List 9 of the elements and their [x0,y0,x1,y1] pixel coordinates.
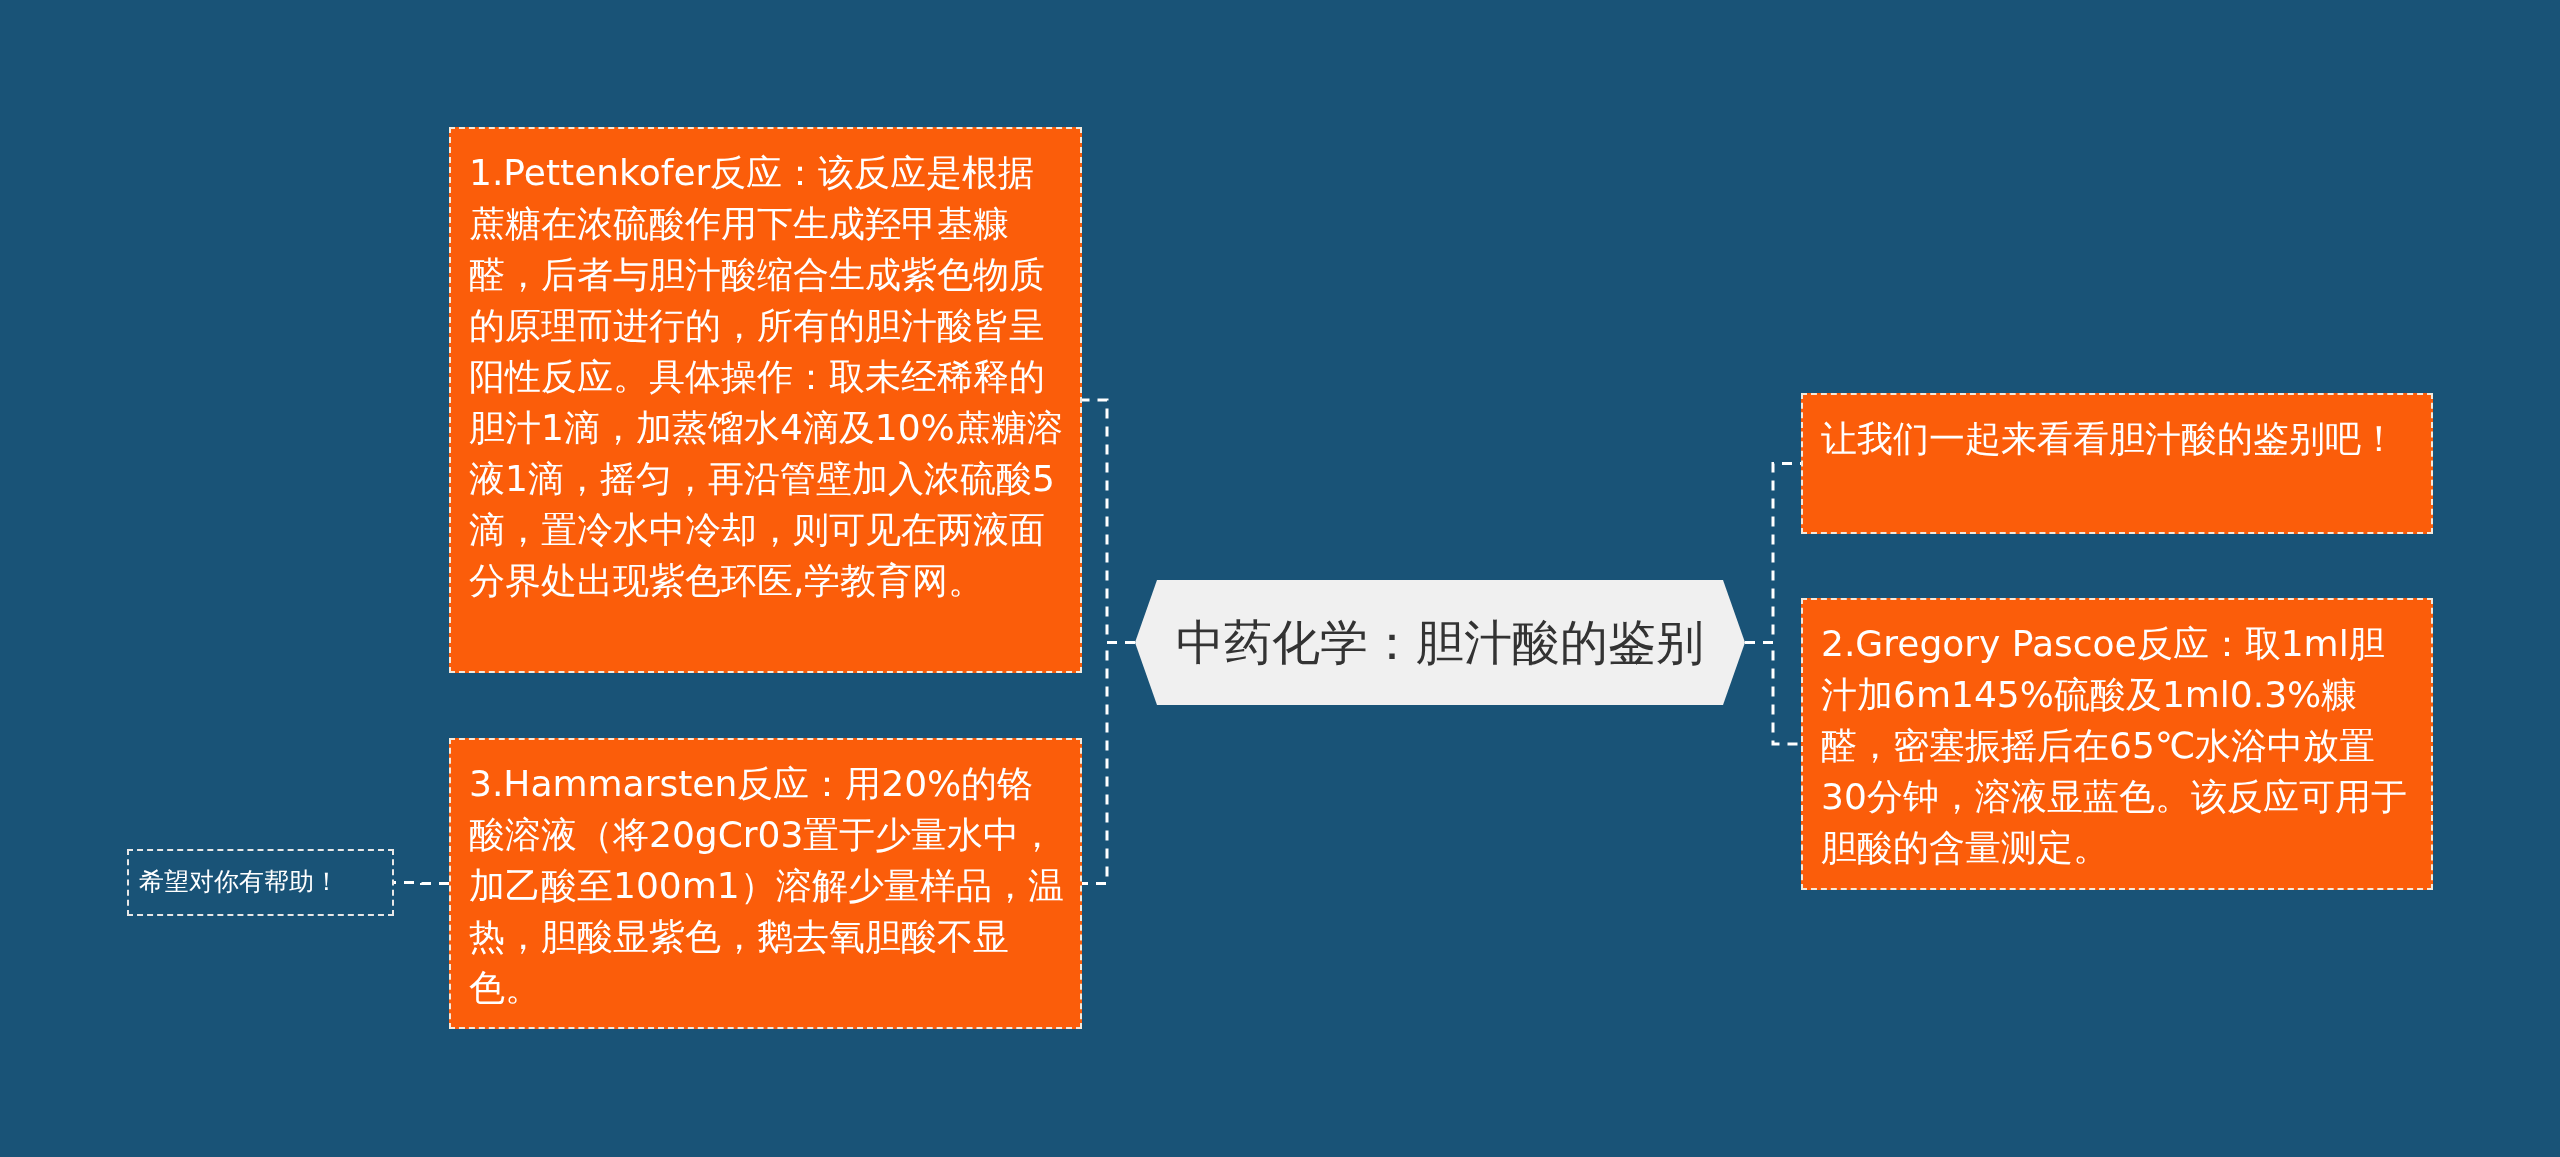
note-box: 希望对你有帮助！ [127,849,394,916]
topic-card: 让我们一起来看看胆汁酸的鉴别吧！ [1801,393,2433,534]
connector-line [394,881,449,885]
topic-card: 2.Gregory Pascoe反应：取1ml胆汁加6m145%硫酸及1ml0.3%糠醛，密塞振摇后在65℃水浴中放置30分钟，溶液显蓝色。该反应可用于胆酸的含量测定。 [1801,598,2433,890]
topic-title: 中药化学：胆汁酸的鉴别 [1176,612,1704,672]
connector-line [1082,641,1135,885]
topic-card: 3.Hammarsten反应：用20%的铬酸溶液（将20gCr03置于少量水中，加乙酸至100m1）溶解少量样品，温热，胆酸显紫色，鹅去氧胆酸不显色。 [449,738,1082,1029]
topic-card: 1.Pettenkofer反应：该反应是根据蔗糖在浓硫酸作用下生成羟甲基糠醛，后者与胆汁酸缩合生成紫色物质的原理而进行的，所有的胆汁酸皆呈阳性反应。具体操作：取未经稀释的胆汁1滴，加蒸馏水4滴及10%蔗糖溶液1滴，摇匀，再沿管壁加入浓硫酸5滴，置冷水中冷却，则可见在两液面分界处出现紫色环医,学教育网。 [449,127,1082,673]
connector-line [1745,641,1801,746]
